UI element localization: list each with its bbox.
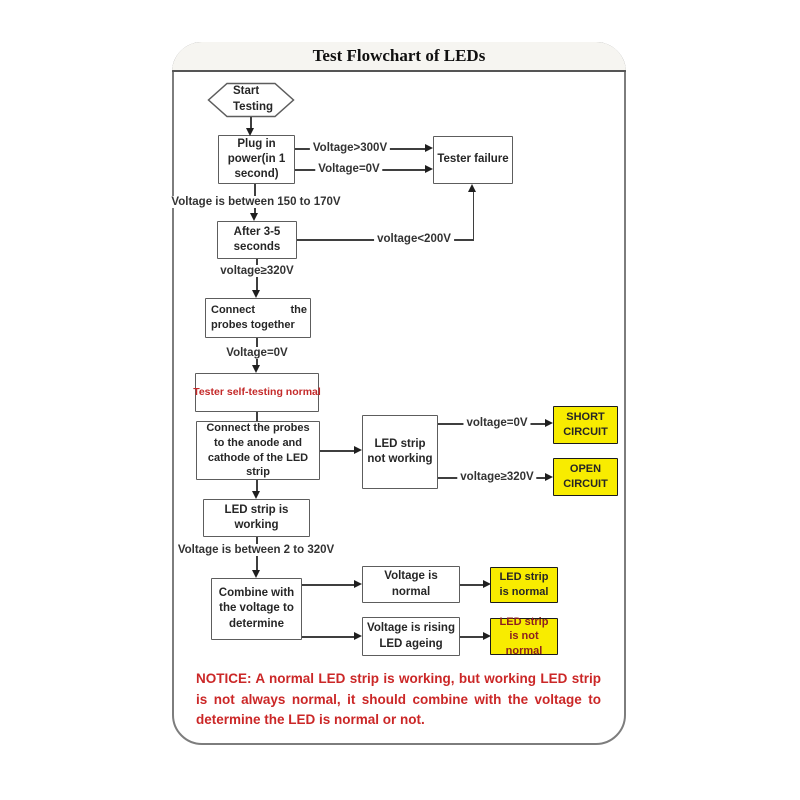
node-start: Start Testing <box>207 82 295 118</box>
arrowhead-right-voltage-normal <box>354 580 362 588</box>
arrowhead-down-connect-together <box>252 290 260 298</box>
arrowhead-right-voltage-rising <box>354 632 362 640</box>
node-tester-failure: Tester failure <box>433 136 513 184</box>
page-title: Test Flowchart of LEDs <box>312 46 486 65</box>
arrowhead-right-short <box>545 419 553 427</box>
arrowhead-right-strip-not-normal <box>483 632 491 640</box>
connector-voltage-rising-to-strip-not-normal <box>460 636 484 638</box>
arrowhead-right-not-working <box>354 446 362 454</box>
connector-connect-anode-to-strip-working <box>256 480 258 492</box>
node-tester-self-testing-normal: Tester self-testing normal <box>193 373 321 412</box>
edge-label-voltage-ge-320-right: voltage≥320V <box>457 471 537 483</box>
notice-label: NOTICE: <box>196 671 252 686</box>
connector-voltage-normal-to-strip-normal <box>460 584 484 586</box>
edge-label-between-150-170: Voltage is between 150 to 170V <box>168 196 344 208</box>
node-open-circuit: OPEN CIRCUIT <box>553 458 618 496</box>
node-connect-probes-anode-cathode: Connect the probes to the anode and cath… <box>196 421 320 480</box>
edge-label-voltage-ge-320-top: voltage≥320V <box>217 265 297 277</box>
node-short-circuit: SHORT CIRCUIT <box>553 406 618 444</box>
edge-label-voltage-eq-0-right: voltage=0V <box>463 417 531 429</box>
chart-header: Test Flowchart of LEDs <box>172 42 626 72</box>
edge-label-voltage-lt-200: voltage<200V <box>374 233 454 245</box>
notice-text: NOTICE: A normal LED strip is working, b… <box>196 669 601 731</box>
node-connect-probes-together: Connect the probes together <box>205 298 311 338</box>
arrowhead-right-open <box>545 473 553 481</box>
edge-label-voltage-gt-300: Voltage>300V <box>309 142 391 154</box>
arrowhead-down-plug <box>246 128 254 136</box>
hexagon-shape <box>207 82 295 118</box>
node-voltage-rising-led-ageing: Voltage is rising LED ageing <box>362 617 460 656</box>
connector-combine-to-voltage-normal <box>302 584 355 586</box>
node-led-strip-is-normal: LED strip is normal <box>490 567 558 603</box>
edge-label-voltage-eq-0-mid: Voltage=0V <box>223 347 291 359</box>
node-after-3-5-seconds: After 3-5 seconds <box>217 221 297 259</box>
node-combine-with-voltage: Combine with the voltage to determine <box>211 578 302 640</box>
node-led-strip-is-working: LED strip is working <box>203 499 310 537</box>
arrowhead-down-self-test <box>252 365 260 373</box>
node-start-label: Start Testing <box>233 85 274 113</box>
node-plug-in-power: Plug in power(in 1 second) <box>218 135 295 184</box>
node-led-strip-not-working: LED strip not working <box>362 415 438 489</box>
connector-combine-to-voltage-rising <box>302 636 355 638</box>
node-voltage-is-normal: Voltage is normal <box>362 566 460 603</box>
arrowhead-up-failure <box>468 184 476 192</box>
arrowhead-down-strip-working <box>252 491 260 499</box>
arrowhead-right-strip-normal <box>483 580 491 588</box>
arrowhead-right-failure-2 <box>425 165 433 173</box>
edge-label-voltage-eq-0-top: Voltage=0V <box>315 163 383 175</box>
arrowhead-down-after <box>250 213 258 221</box>
arrowhead-right-failure-1 <box>425 144 433 152</box>
connector-self-test-to-connect-anode <box>256 412 258 421</box>
notice-body: A normal LED strip is working, but worki… <box>196 671 601 728</box>
connector-after-to-failure-v <box>472 191 474 240</box>
connector-start-to-plug <box>250 117 252 129</box>
edge-label-between-2-320: Voltage is between 2 to 320V <box>174 544 338 556</box>
connector-anode-to-not-working <box>320 450 355 452</box>
node-led-strip-is-not-normal: LED strip is not normal <box>490 616 558 657</box>
arrowhead-down-combine <box>252 570 260 578</box>
